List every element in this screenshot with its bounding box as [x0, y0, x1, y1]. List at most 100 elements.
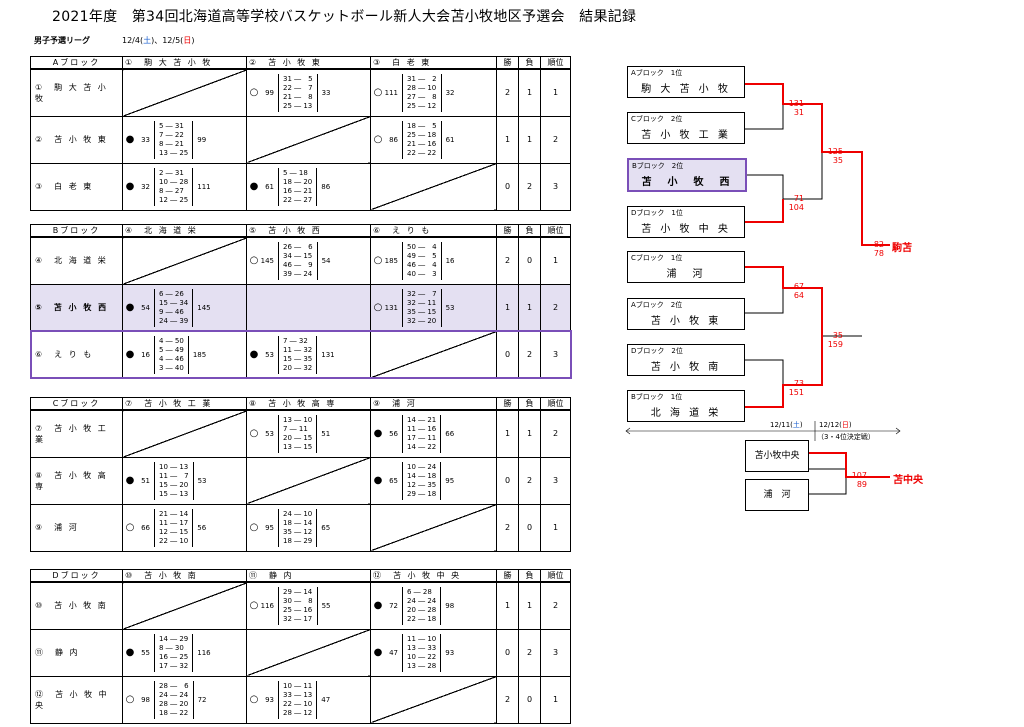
- opponent-total: 145: [197, 303, 211, 312]
- own-total: 16: [141, 350, 150, 359]
- opponent-total: 47: [321, 695, 331, 704]
- quarter-score: 28 ― 20: [159, 699, 189, 708]
- quarter-score: 24 ― 24: [407, 596, 437, 605]
- opponent-total: 66: [445, 429, 455, 438]
- quarter-score: 14 ― 18: [407, 471, 437, 480]
- column-header: ⑦ 苫 小 牧 工 業: [122, 397, 247, 411]
- own-total: 33: [141, 135, 150, 144]
- quarter-score: 30 ― 8: [283, 596, 313, 605]
- score-bottom: 159: [827, 340, 843, 349]
- quarter-score: 20 ― 32: [283, 363, 313, 372]
- quarter-score: 4 ― 50: [159, 336, 184, 345]
- score-top: 107: [851, 471, 867, 480]
- bracket-team-box: Bブロック 1位北 海 道 栄: [627, 390, 745, 422]
- quarter-score: 21 ― 14: [159, 509, 189, 518]
- quarter-score: 27 ― 8: [407, 92, 437, 101]
- quarter-score: 13 ― 15: [283, 442, 313, 451]
- quarter-score: 35 ― 12: [283, 527, 313, 536]
- lose-header: 負: [518, 569, 541, 583]
- score-top: 82: [873, 240, 884, 249]
- score-bottom: 35: [832, 156, 843, 165]
- bracket-team-name: 苫 小 牧 中 央: [641, 224, 731, 235]
- own-total: 47: [389, 648, 398, 657]
- quarter-score: 12 ― 35: [407, 480, 437, 489]
- league-subtitle: 男子予選リーグ: [34, 36, 90, 45]
- bracket-team-name: 駒 大 苫 小 牧: [641, 84, 731, 95]
- bracket-team-box: Bブロック 2位苫 小 牧 西: [627, 158, 747, 192]
- quarter-score: 28 ― 6: [159, 681, 189, 690]
- bracket-team-name: 苫 小 牧 西: [641, 177, 733, 188]
- third-place-team: 苫小牧中央: [745, 440, 809, 472]
- quarter-score: 32 ― 11: [407, 298, 437, 307]
- bracket-team-name: 苫 小 牧 東: [650, 316, 722, 327]
- loss-mark: ●: [125, 302, 135, 313]
- opponent-total: 54: [321, 256, 331, 265]
- own-total: 86: [389, 135, 398, 144]
- own-total: 116: [260, 601, 274, 610]
- page-title: 2021年度 第34回北海道高等学校バスケットボール新人大会苫小牧地区予選会 結…: [52, 9, 637, 25]
- quarter-score: 11 ― 7: [159, 471, 189, 480]
- score-bottom: 64: [793, 291, 804, 300]
- column-header: ⑪ 静 内: [246, 569, 371, 583]
- column-header: ⑨ 浦 河: [370, 397, 497, 411]
- win-mark: ○: [125, 522, 135, 533]
- opponent-total: 185: [192, 350, 207, 359]
- opponent-total: 32: [445, 88, 455, 97]
- team-name: ⑪ 静 内: [30, 628, 123, 677]
- own-total: 185: [384, 256, 398, 265]
- own-total: 53: [265, 350, 274, 359]
- rank-count: 1: [540, 675, 571, 724]
- quarter-score: 14 ― 29: [159, 634, 189, 643]
- seed-label: Cブロック 1位: [631, 254, 683, 262]
- quarter-score: 16 ― 21: [283, 186, 313, 195]
- quarter-score: 11 ― 10: [407, 634, 437, 643]
- quarter-score: 29 ― 14: [283, 587, 313, 596]
- quarter-score: 32 ― 7: [407, 289, 437, 298]
- column-header: ⑫ 苫 小 牧 中 央: [370, 569, 497, 583]
- quarter-score: 16 ― 25: [159, 652, 189, 661]
- own-total: 66: [141, 523, 150, 532]
- quarter-score: 6 ― 28: [407, 587, 432, 596]
- quarter-score: 8 ― 21: [159, 139, 184, 148]
- opponent-total: 53: [197, 476, 207, 485]
- team-name: ② 苫 小 牧 東: [30, 115, 123, 164]
- win-mark: ○: [249, 522, 259, 533]
- quarter-score: 29 ― 18: [407, 489, 437, 498]
- win-mark: ○: [249, 600, 259, 612]
- own-total: 72: [389, 601, 398, 610]
- opponent-total: 61: [445, 135, 455, 144]
- quarter-score: 25 ― 18: [407, 130, 437, 139]
- quarter-score: 13 ― 28: [407, 661, 437, 670]
- bracket-team-name: 北 海 道 栄: [650, 408, 722, 419]
- column-header: ④ 北 海 道 栄: [122, 224, 247, 238]
- quarter-score: 12 ― 25: [159, 195, 189, 204]
- champion-label: 駒苫: [892, 243, 912, 254]
- bracket-team-box: Dブロック 2位苫 小 牧 南: [627, 344, 745, 376]
- quarter-score: 33 ― 13: [283, 690, 313, 699]
- own-total: 111: [384, 88, 398, 97]
- own-total: 65: [389, 476, 398, 485]
- self-match-cell: [246, 628, 371, 677]
- loss-mark: ●: [373, 600, 383, 612]
- team-name: ④ 北 海 道 栄: [30, 236, 123, 285]
- own-total: 54: [141, 303, 150, 312]
